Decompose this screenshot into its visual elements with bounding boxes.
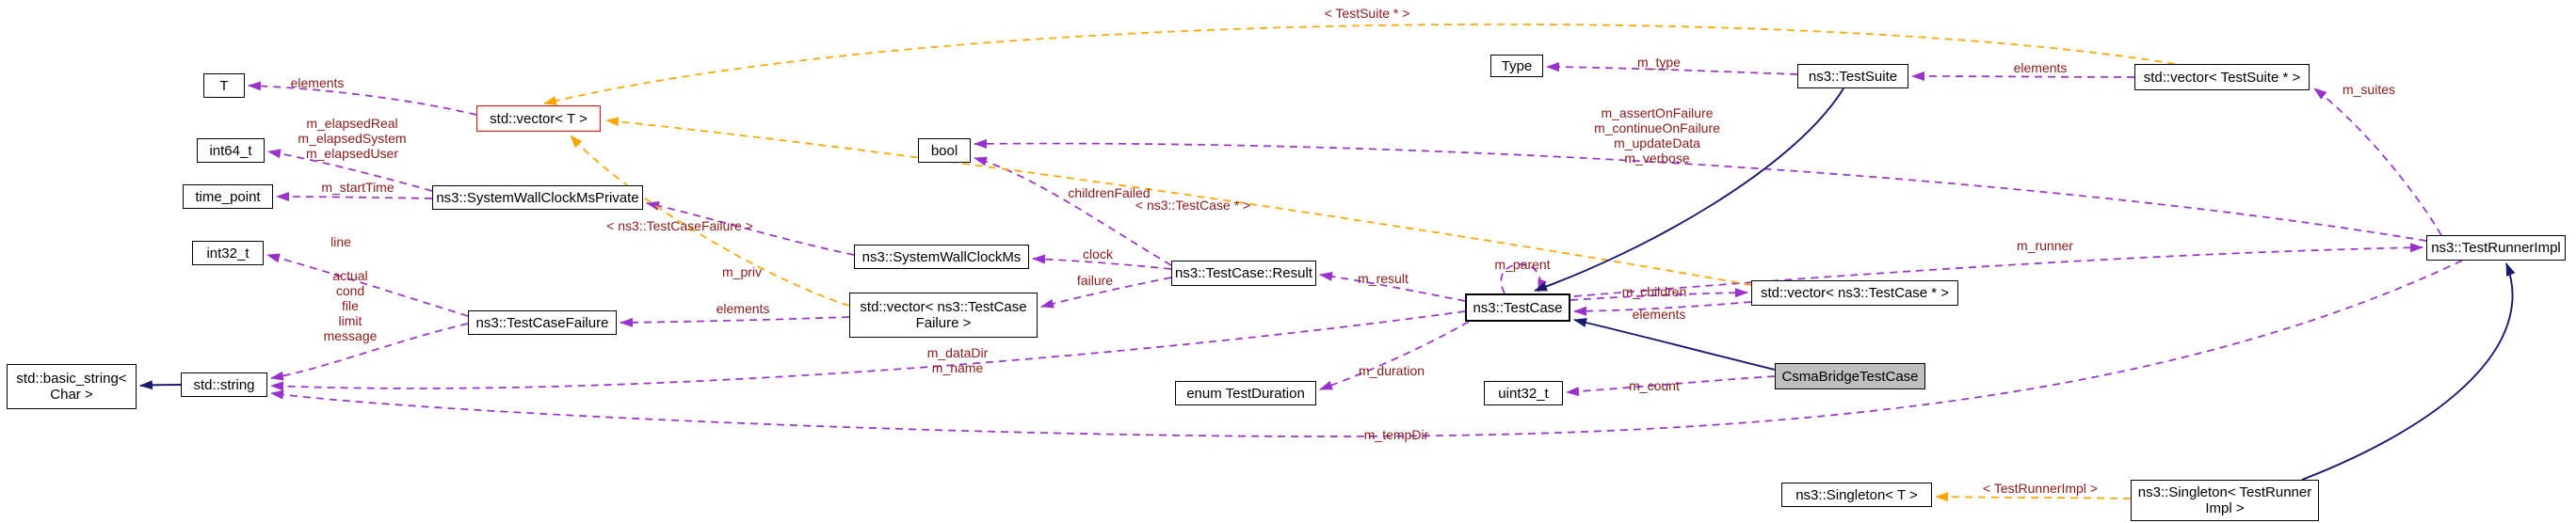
edge-m-priv [646,200,855,256]
edge-m-duration [1319,321,1470,390]
node-bool[interactable]: bool [918,138,971,163]
edge-elements-tcf [620,316,850,327]
node-type[interactable]: Type [1490,55,1543,77]
edge-label-elements-tcf: elements [716,301,770,316]
node-vector-test-case-failure[interactable]: std::vector< ns3::TestCase Failure > [849,293,1038,338]
edge-m-suites [2313,87,2442,236]
edge-elements-ts [1911,71,2135,82]
edge-label-elements-t: elements [290,75,345,90]
edge-label-elements-ts: elements [2013,60,2068,75]
edge-label-failure: failure [1076,273,1114,288]
edge-label-data-dir: m_dataDir m_name [926,345,989,375]
edge-label-m-count: m_count [1629,378,1680,393]
edge-label-template-runner: < TestRunnerImpl > [1983,481,2098,496]
node-csma-bridge-test-case: CsmaBridgeTestCase [1775,363,1925,389]
edge-label-m-parent: m_parent [1494,257,1551,272]
edge-elements-tc [1573,301,1752,316]
edge-template-runner [1935,492,2132,502]
node-system-wall-clock-ms[interactable]: ns3::SystemWallClockMs [854,245,1029,269]
edge-label-template-ts: < TestSuite * > [1324,6,1410,21]
edge-label-children-failed: childrenFailed [1068,185,1151,200]
edge-label-m-temp-dir: m_tempDir [1363,427,1429,442]
edge-start-time [276,192,433,202]
node-std-string[interactable]: std::string [181,372,267,397]
edge-label-m-result: m_result [1358,271,1409,286]
node-int64-t[interactable]: int64_t [197,138,265,163]
edge-failure [1040,277,1172,309]
node-uint32-t[interactable]: uint32_t [1484,381,1563,405]
edge-label-elements-tc: elements [1632,307,1686,322]
edge-label-m-duration: m_duration [1358,363,1425,378]
edge-m-runner [1573,243,2423,297]
node-test-runner-impl[interactable]: ns3::TestRunnerImpl [2426,235,2566,261]
edge-label-failure-fields: actual cond file limit message [323,268,378,343]
edge-label-clock: clock [1083,246,1113,262]
edge-m-temp-dir [270,260,2463,437]
edge-failure-fields [270,323,469,381]
node-test-suite[interactable]: ns3::TestSuite [1797,64,1908,88]
edge-singleton-inherits-runner [2301,262,2516,481]
edge-testsuite-inherits-testcase [1534,87,1844,292]
node-time-point[interactable]: time_point [183,184,273,209]
node-vector-test-case-ptr[interactable]: std::vector< ns3::TestCase * > [1751,280,1958,306]
node-std-vector-t[interactable]: std::vector< T > [476,105,601,132]
edge-template-tc [605,117,1752,286]
edge-m-count [1566,375,1776,397]
edge-clock [1032,254,1172,270]
node-test-case[interactable]: ns3::TestCase [1465,293,1570,322]
node-system-wall-clock-ms-private[interactable]: ns3::SystemWallClockMsPrivate [432,185,643,210]
edge-m-parent [1500,263,1547,294]
node-singleton-t[interactable]: ns3::Singleton< T > [1781,483,1932,507]
edge-m-result [1319,271,1466,302]
edge-label-m-priv: m_priv [721,264,763,279]
edge-label-m-children: m_children [1621,284,1687,299]
edge-label-runner-flags: m_assertOnFailure m_continueOnFailure m_… [1594,105,1720,166]
edge-label-m-suites: m_suites [2342,82,2396,97]
edge-label-elapsed: m_elapsedReal m_elapsedSystem m_elapsedU… [298,116,407,161]
edge-label-template-tcf: < ns3::TestCaseFailure > [606,218,753,233]
edge-data-dir [270,310,1466,391]
node-vector-test-suite-ptr[interactable]: std::vector< TestSuite * > [2134,64,2310,90]
node-int32-t[interactable]: int32_t [192,241,264,265]
node-singleton-test-runner-impl[interactable]: ns3::Singleton< TestRunner Impl > [2131,480,2319,521]
edge-label-start-time: m_startTime [321,180,394,195]
edge-m-type [1546,62,1798,75]
edge-label-m-type: m_type [1637,55,1681,70]
node-enum-test-duration[interactable]: enum TestDuration [1175,381,1316,405]
edge-line [266,253,469,317]
node-test-case-failure[interactable]: ns3::TestCaseFailure [468,310,617,335]
edge-csma-inherits-testcase [1573,318,1776,371]
edge-elapsed [267,149,433,192]
edge-label-line: line [330,234,351,249]
edge-string-inherits-basic-string [139,380,182,390]
node-test-case-result[interactable]: ns3::TestCase::Result [1171,261,1316,286]
edge-label-m-runner: m_runner [2017,238,2073,253]
edge-template-tcf [570,135,850,307]
edge-children-failed [974,156,1172,266]
edge-label-template-tc: < ns3::TestCase * > [1135,198,1251,213]
edge-template-ts [543,24,2176,105]
node-t[interactable]: T [203,73,245,98]
node-std-basic-string[interactable]: std::basic_string< Char > [7,364,137,409]
edge-runner-flags [974,138,2427,242]
edge-elements-t [248,81,477,116]
